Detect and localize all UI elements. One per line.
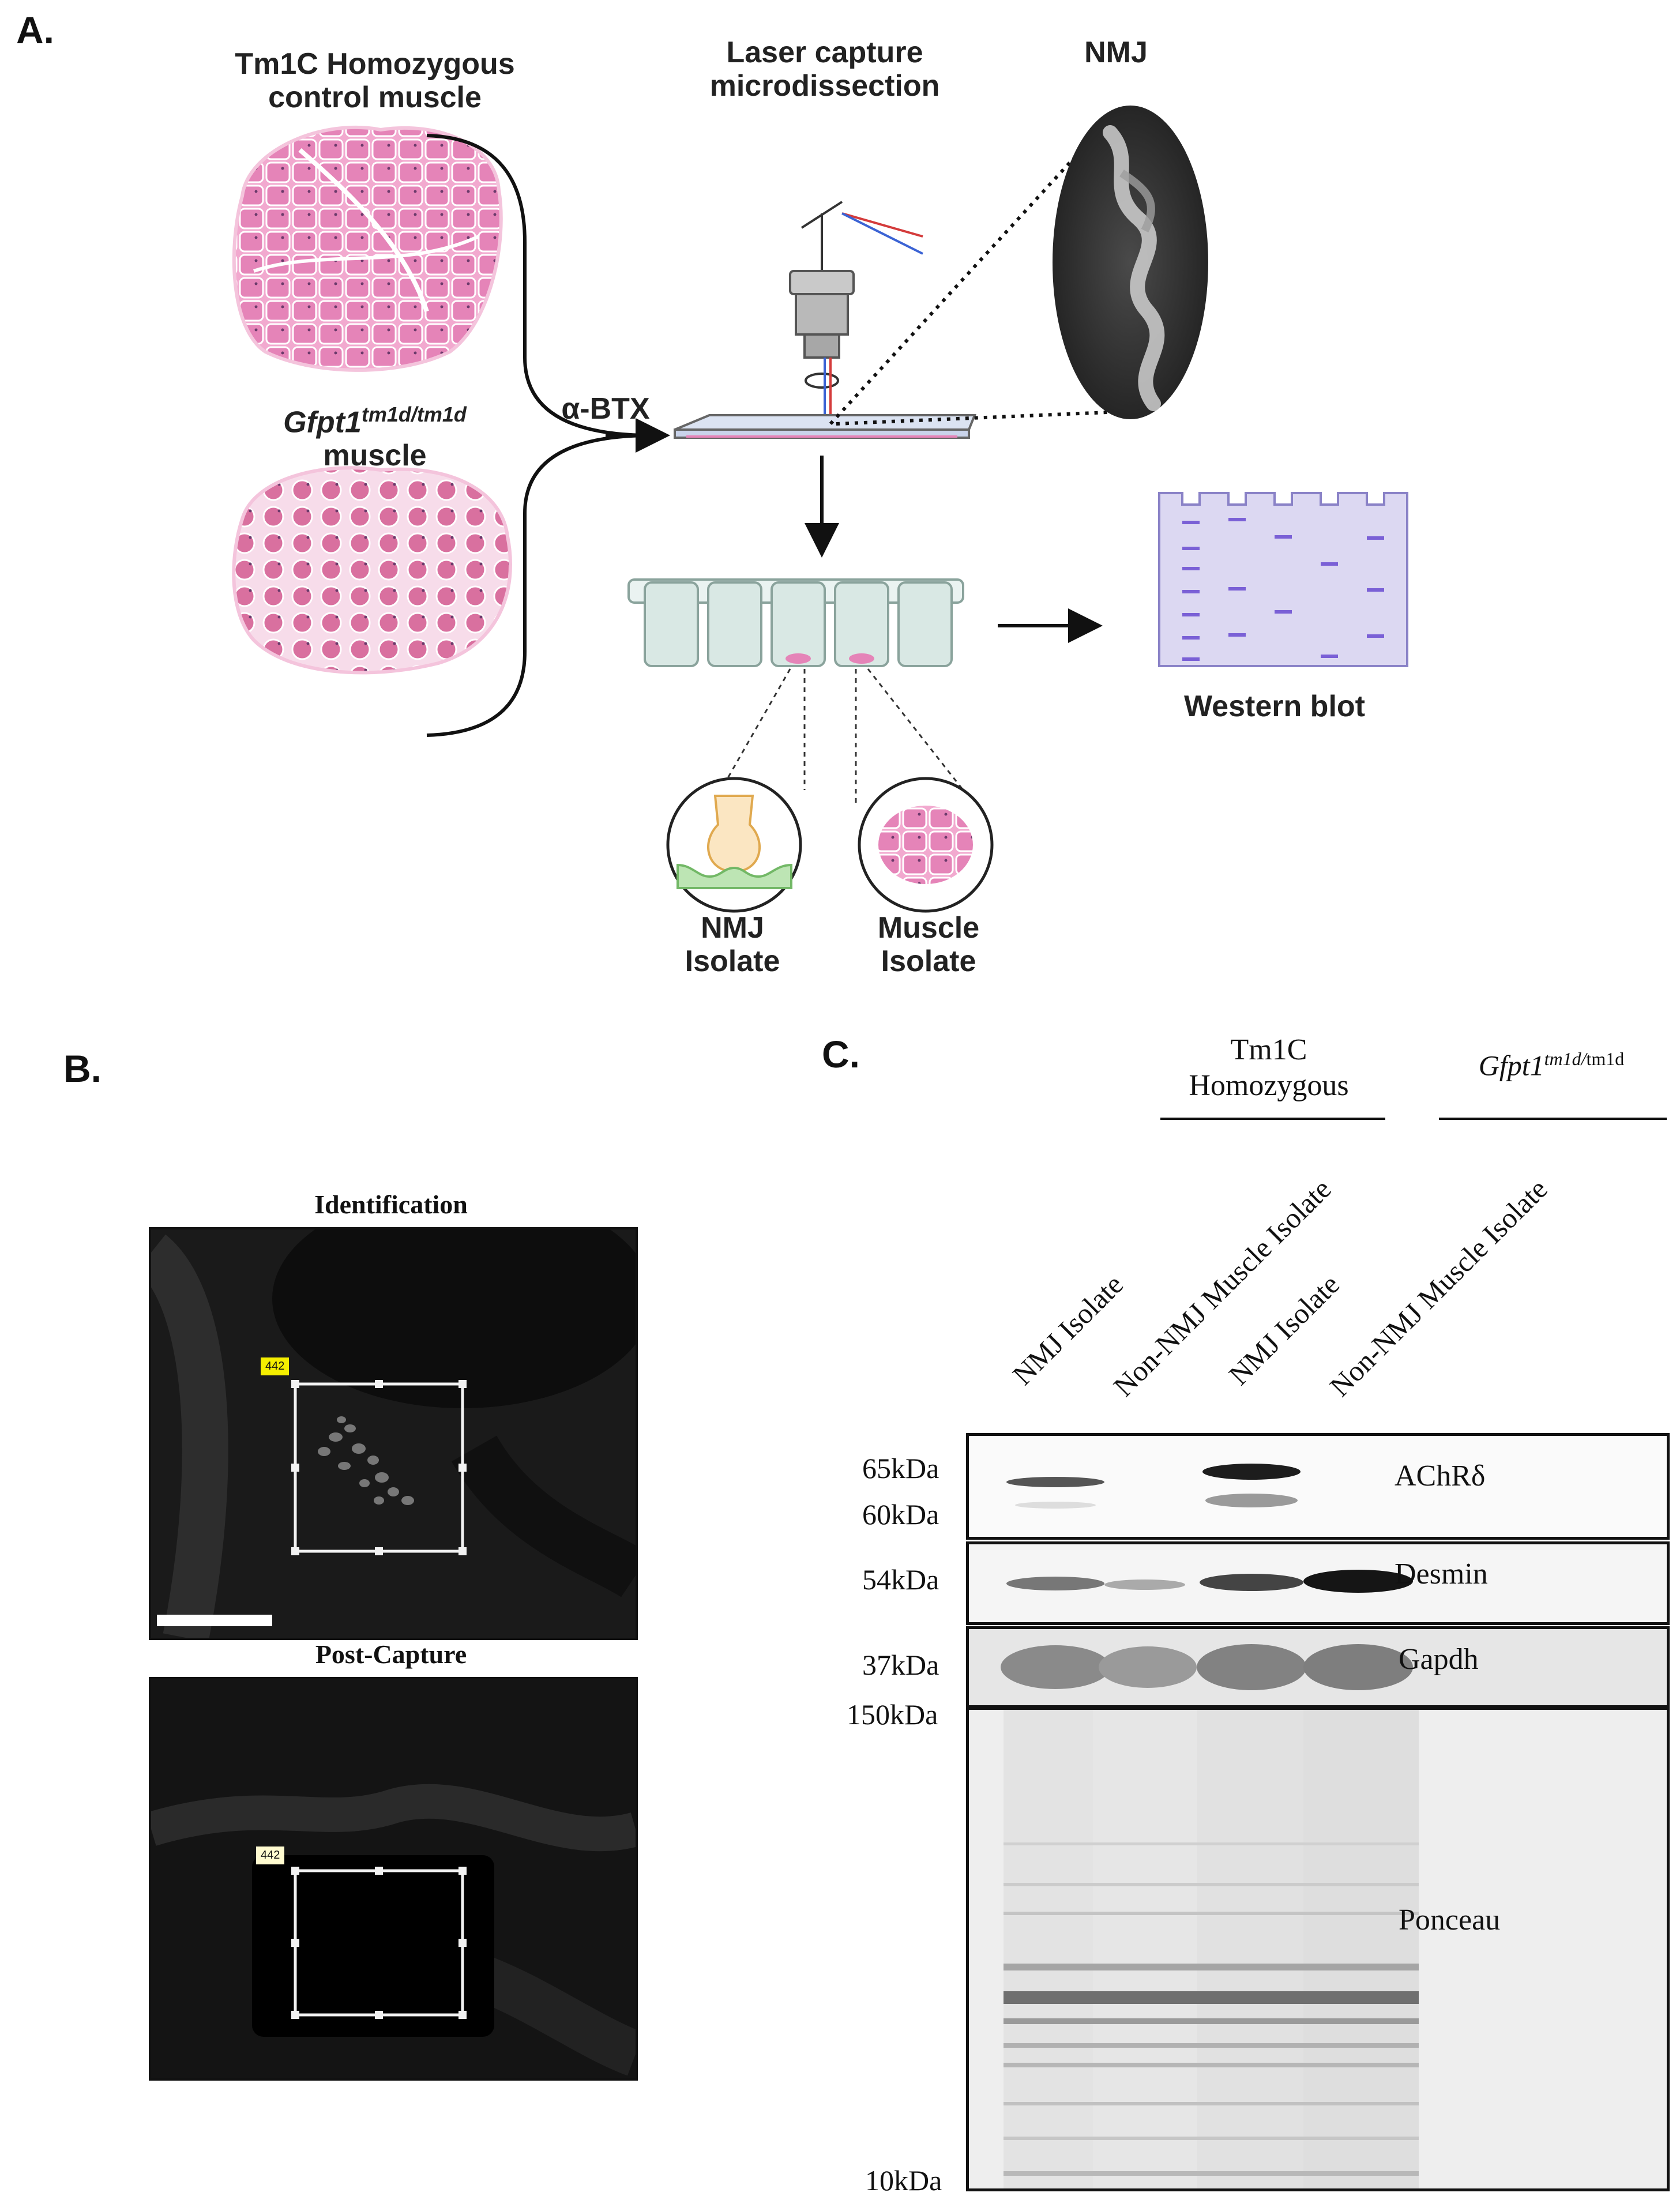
marker-65kda: 65kDa — [862, 1452, 939, 1484]
identification-image: 442 — [149, 1227, 638, 1640]
lane-label-4: Non-NMJ Muscle Isolate — [1323, 1172, 1554, 1403]
scale-bar — [157, 1615, 272, 1626]
lane-label-1: NMJ Isolate — [1006, 1268, 1130, 1392]
control-title-line2: control muscle — [268, 81, 482, 114]
ponceau-lanes — [1004, 1710, 1419, 2188]
group2-sup: tm1d/ — [1544, 1048, 1587, 1069]
achr-blot — [966, 1433, 1670, 1540]
gfpt-sup: tm1d/tm1d — [361, 403, 467, 426]
marker-10kda: 10kDa — [865, 2164, 942, 2197]
group1-line2: Homozygous — [1189, 1069, 1349, 1102]
band-gapdh-lane3 — [1197, 1644, 1306, 1690]
panel-c-letter: C. — [822, 1033, 860, 1075]
panel-a-diagram — [232, 106, 1408, 913]
desmin-blot — [966, 1541, 1670, 1625]
muscle-isolate-line1: Muscle — [877, 911, 980, 945]
band-desmin-lane3 — [1200, 1574, 1303, 1591]
post-capture-title: Post-Capture — [315, 1639, 467, 1669]
marker-150kda: 150kDa — [847, 1698, 938, 1731]
marker-54kda: 54kDa — [862, 1563, 939, 1596]
protein-label-achr: AChRδ — [1395, 1460, 1486, 1492]
band-achr-lane1-upper — [1006, 1477, 1104, 1487]
band-desmin-lane1 — [1006, 1577, 1104, 1590]
nmj-title: NMJ — [1084, 36, 1148, 69]
control-muscle-section — [232, 126, 503, 372]
protein-label-desmin: Desmin — [1395, 1558, 1488, 1590]
gfpt-gene: Gfpt1 — [283, 405, 362, 439]
nmj-isolate-label: NMJ Isolate — [652, 911, 813, 978]
nmj-isolate-line2: Isolate — [685, 945, 780, 978]
band-achr-lane1-lower — [1015, 1502, 1096, 1509]
post-capture-image: 442 — [149, 1677, 638, 2081]
gapdh-blot — [966, 1626, 1670, 1708]
band-gapdh-lane4 — [1303, 1644, 1413, 1690]
roi-tag-top: 442 — [261, 1357, 290, 1375]
marker-60kda: 60kDa — [862, 1498, 939, 1530]
lcm-line1: Laser capture — [726, 36, 923, 69]
roi-rectangle-top — [294, 1382, 464, 1553]
microscope-icon — [789, 201, 923, 427]
western-blot-label: Western blot — [1184, 690, 1365, 723]
band-achr-lane3-upper — [1202, 1464, 1301, 1480]
lcm-title: Laser capture microdissection — [692, 36, 957, 103]
band-desmin-lane4 — [1303, 1570, 1413, 1593]
nmj-isolate-line1: NMJ — [701, 911, 764, 945]
band-gapdh-lane2 — [1099, 1646, 1197, 1688]
group1-underline — [1160, 1118, 1385, 1120]
panel-a-letter: A. — [16, 9, 54, 51]
control-muscle-title: Tm1C Homozygous control muscle — [219, 47, 531, 114]
marker-37kda: 37kDa — [862, 1649, 939, 1681]
protein-label-gapdh: Gapdh — [1399, 1643, 1479, 1676]
band-achr-lane3-lower — [1205, 1494, 1298, 1507]
ponceau-bands — [1004, 1842, 1419, 2176]
control-title-line1: Tm1C Homozygous — [235, 47, 515, 81]
nmj-zoom-image — [1053, 106, 1208, 419]
gfpt-muscle-section — [232, 466, 512, 675]
group2-underline — [1439, 1118, 1667, 1120]
group1-label: Tm1C Homozygous — [1151, 1032, 1387, 1104]
panel-b-letter: B. — [63, 1047, 102, 1090]
muscle-isolate-line2: Isolate — [881, 945, 976, 978]
muscle-isolate-icon — [858, 777, 994, 913]
ponceau-blot — [966, 1707, 1670, 2191]
band-desmin-lane2 — [1104, 1580, 1185, 1590]
group2-rest: tm1d — [1586, 1048, 1625, 1069]
group1-line1: Tm1C — [1230, 1033, 1307, 1066]
lcm-line2: microdissection — [709, 69, 940, 103]
btx-label: α-BTX — [561, 392, 650, 426]
slide-icon — [674, 414, 976, 439]
tube-strip-icon — [627, 578, 964, 667]
group2-gene: Gfpt1 — [1478, 1049, 1544, 1082]
gfpt-genotype: Gfpt1tm1d/tm1d — [248, 398, 502, 439]
band-gapdh-lane1 — [1001, 1645, 1110, 1689]
roi-tag-bottom: 442 — [256, 1847, 285, 1864]
muscle-isolate-label: Muscle Isolate — [848, 911, 1009, 978]
protein-label-ponceau: Ponceau — [1399, 1904, 1501, 1936]
nmj-isolate-icon — [666, 777, 802, 913]
group2-label: Gfpt1tm1d/tm1d — [1436, 1048, 1667, 1082]
identification-title: Identification — [314, 1190, 468, 1219]
gel-icon — [1158, 492, 1408, 667]
